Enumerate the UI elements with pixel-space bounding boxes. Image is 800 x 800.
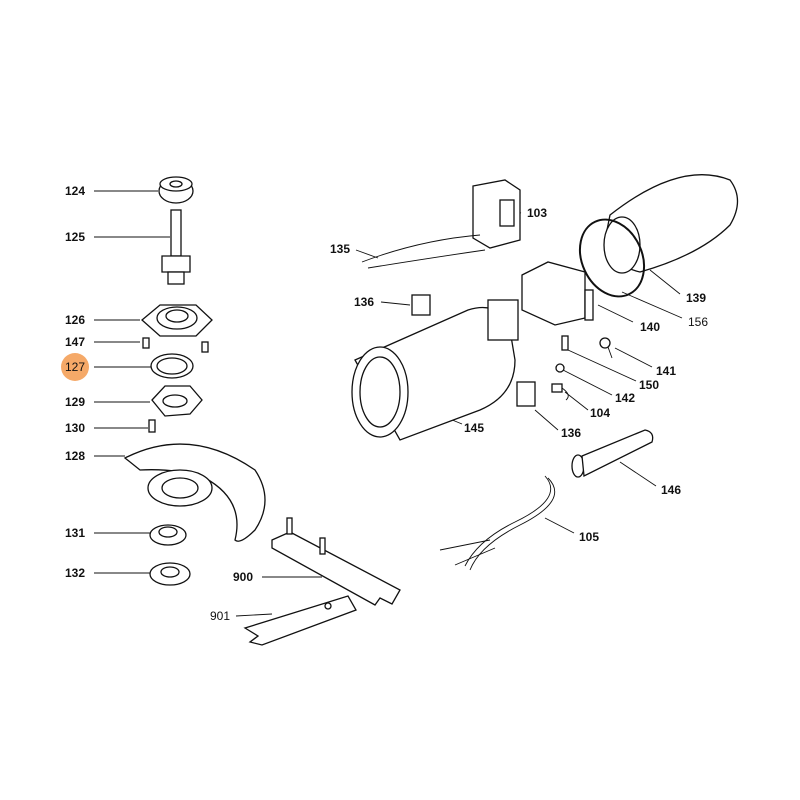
callout-105[interactable]: 105: [578, 530, 600, 544]
part-127-retaining-ring[interactable]: [150, 353, 194, 379]
part-146-side-handle[interactable]: [571, 429, 654, 478]
part-141-clip[interactable]: [599, 337, 613, 359]
callout-900[interactable]: 900: [232, 570, 254, 584]
callout-129[interactable]: 129: [64, 395, 86, 409]
part-126-flange-housing[interactable]: [141, 304, 213, 337]
callout-132[interactable]: 132: [64, 566, 86, 580]
part-129-flange-plate[interactable]: [151, 385, 203, 417]
part-105-power-cord[interactable]: [439, 475, 556, 571]
callout-140[interactable]: 140: [639, 320, 661, 334]
callout-150[interactable]: 150: [638, 378, 660, 392]
callout-104[interactable]: 104: [589, 406, 611, 420]
part-901-spanner[interactable]: [243, 595, 357, 646]
callout-139[interactable]: 139: [685, 291, 707, 305]
part-140-switch-carrier[interactable]: [521, 261, 594, 326]
callout-147[interactable]: 147: [64, 335, 86, 349]
part-136-brush-holder-bottom[interactable]: [516, 381, 536, 407]
part-124-bearing[interactable]: [158, 176, 194, 204]
part-130-screw[interactable]: [148, 419, 156, 433]
callout-130[interactable]: 130: [64, 421, 86, 435]
callout-901[interactable]: 901: [209, 609, 231, 623]
part-132-clamp-nut[interactable]: [149, 562, 191, 586]
callout-135[interactable]: 135: [329, 242, 351, 256]
part-128-wheel-guard[interactable]: [123, 443, 266, 542]
callout-103[interactable]: 103: [526, 206, 548, 220]
part-131-inner-flange[interactable]: [149, 524, 187, 546]
part-139-rear-housing[interactable]: [603, 174, 739, 274]
part-900-wrench[interactable]: [271, 517, 401, 606]
callout-156[interactable]: 156: [687, 315, 709, 329]
callout-146[interactable]: 146: [660, 483, 682, 497]
callout-126[interactable]: 126: [64, 313, 86, 327]
part-103-switch[interactable]: [472, 179, 521, 249]
highlight-marker-127: [61, 353, 89, 381]
part-136-brush-holder-top[interactable]: [411, 294, 431, 316]
part-156-o-ring[interactable]: [568, 209, 656, 307]
part-142-screw[interactable]: [555, 363, 565, 373]
part-150-screw[interactable]: [561, 335, 569, 351]
part-135-leads[interactable]: [361, 234, 486, 269]
callout-136-top[interactable]: 136: [353, 295, 375, 309]
callout-141[interactable]: 141: [655, 364, 677, 378]
part-125-spindle[interactable]: [161, 209, 191, 285]
callout-136-bottom[interactable]: 136: [560, 426, 582, 440]
part-147-screws[interactable]: [142, 337, 209, 353]
callout-145[interactable]: 145: [463, 421, 485, 435]
part-104-carbon-brush[interactable]: [551, 383, 569, 401]
callout-124[interactable]: 124: [64, 184, 86, 198]
callout-128[interactable]: 128: [64, 449, 86, 463]
part-145-motor-housing[interactable]: [351, 299, 519, 441]
callout-127[interactable]: 127: [64, 360, 86, 374]
callout-131[interactable]: 131: [64, 526, 86, 540]
callout-125[interactable]: 125: [64, 230, 86, 244]
callout-142[interactable]: 142: [614, 391, 636, 405]
